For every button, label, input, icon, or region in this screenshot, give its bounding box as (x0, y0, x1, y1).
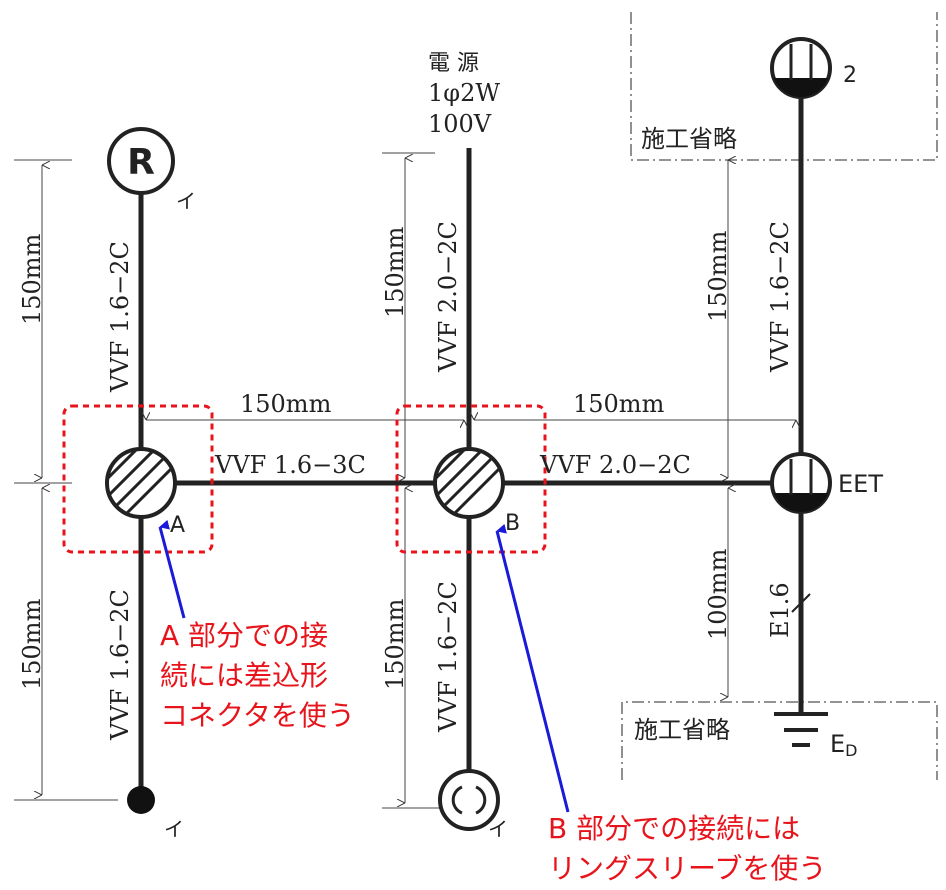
i-label-bottom-left: イ (164, 817, 184, 841)
power-label-2: 1φ2W (428, 79, 500, 107)
note-b-line1: B 部分での接続には (548, 812, 800, 845)
eet-label: EET (838, 470, 883, 498)
omitted-label-top: 施工省略 (641, 125, 737, 153)
note-a-line3: コネクタを使う (160, 699, 355, 732)
omitted-box-bottom (621, 701, 938, 780)
ground-label: ED (830, 730, 858, 760)
box-a-highlight (62, 404, 214, 554)
dim-left-lower-label: 150mm (18, 598, 46, 690)
power-label-3: 100V (428, 110, 492, 138)
light-r-label: R (127, 142, 155, 183)
lamp-2-label: 2 (843, 63, 857, 88)
box-b-highlight (395, 404, 547, 554)
dim-right-lower-label: 100mm (704, 548, 732, 640)
i-label-top: イ (176, 189, 196, 213)
omitted-box-top (630, 12, 938, 161)
note-b-line2: リングスリーブを使う (548, 852, 826, 885)
power-label-1: 電 源 (428, 51, 479, 76)
note-a-line2: 続には差込形 (160, 659, 328, 692)
dimension-lines (14, 152, 796, 809)
arrow-a (158, 519, 186, 619)
ground-wire-label: E1.6 (766, 582, 794, 638)
ground-symbol-icon (774, 712, 828, 747)
wires (138, 97, 804, 800)
cable-left-lower-label: VVF 1.6−2C (106, 589, 134, 741)
ground-label-main: E (830, 730, 845, 758)
junction-box-b-icon (433, 447, 505, 519)
light-r-icon (107, 127, 175, 195)
arrow-b (495, 523, 570, 813)
note-a-line1: A 部分での接 (160, 619, 328, 652)
dim-horiz-left-label: 150mm (240, 390, 332, 418)
box-b-label: B (505, 511, 520, 536)
cable-center-lower-label: VVF 1.6−2C (434, 581, 462, 733)
dim-horiz-right-label: 150mm (573, 390, 665, 418)
eet-outlet-icon (770, 452, 832, 514)
cable-horiz-right-label: VVF 2.0−2C (539, 451, 691, 479)
box-a-label: A (170, 513, 185, 538)
cable-right-upper-label: VVF 1.6−2C (766, 221, 794, 373)
cable-left-upper-label: VVF 1.6−2C (106, 241, 134, 393)
omitted-label-bottom: 施工省略 (634, 716, 730, 744)
junction-box-a-icon (105, 447, 177, 519)
dim-left-upper-label: 150mm (18, 233, 46, 325)
outlet-top-icon (770, 37, 832, 99)
cable-center-upper-label: VVF 2.0−2C (434, 221, 462, 373)
ground-wire-tick (791, 593, 811, 613)
dim-right-upper-label: 150mm (704, 230, 732, 322)
dim-center-lower-label: 150mm (381, 598, 409, 690)
cable-horiz-left-label: VVF 1.6−3C (214, 451, 366, 479)
ceiling-receptacle-icon (438, 769, 500, 831)
ground-label-sub: D (845, 741, 857, 760)
i-label-bottom-center: イ (488, 817, 508, 841)
dim-center-upper-label: 150mm (381, 226, 409, 318)
pilot-lamp-icon (127, 786, 155, 814)
